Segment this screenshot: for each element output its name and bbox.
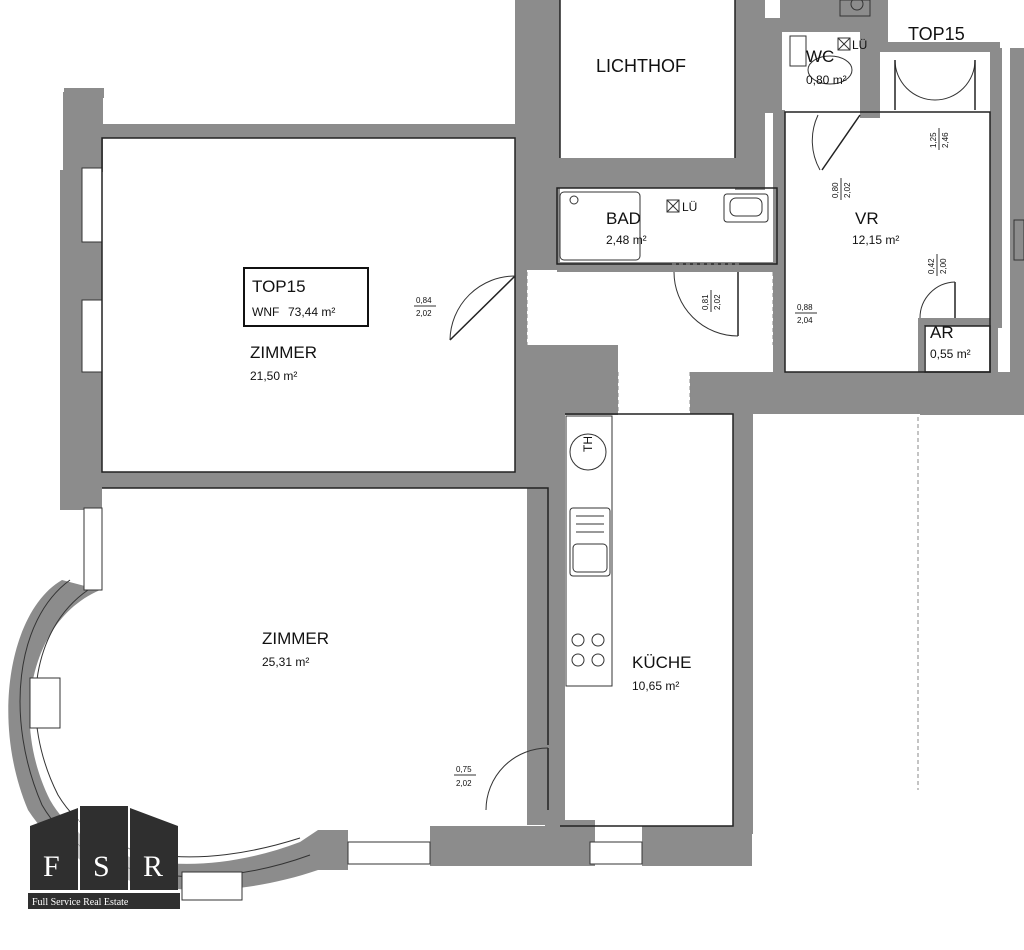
bay-window <box>8 579 319 901</box>
wc-name: WC <box>806 47 834 66</box>
zimmer2-area: 25,31 m² <box>262 655 309 669</box>
bad-area: 2,48 m² <box>606 233 647 247</box>
summary-wnf-value: 73,44 m² <box>288 305 335 319</box>
ar-area: 0,55 m² <box>930 347 971 361</box>
ar-name: AR <box>930 323 954 342</box>
fixtures <box>559 0 1024 687</box>
summary-box <box>243 267 369 327</box>
doors <box>449 59 976 811</box>
kueche-name: KÜCHE <box>632 653 692 672</box>
unit-label: TOP15 <box>908 24 965 44</box>
summary-wnf-label: WNF <box>252 305 279 319</box>
door3-width: 0,88 <box>797 303 813 312</box>
door2-width: 0,81 <box>701 294 710 310</box>
logo-letter-r: R <box>143 850 163 883</box>
walls <box>60 0 1024 870</box>
door7-height: 2,02 <box>456 779 472 788</box>
heater-label: TH <box>581 436 595 452</box>
wc-vent: LÜ <box>852 38 867 52</box>
vr-name: VR <box>855 209 879 228</box>
door1-height: 2,02 <box>416 309 432 318</box>
zimmer2-name: ZIMMER <box>262 629 329 648</box>
room-outlines <box>101 0 991 827</box>
door2-height: 2,02 <box>713 294 722 310</box>
door6-width: 0,42 <box>927 258 936 274</box>
vent-marks <box>666 37 851 213</box>
door4-width: 0,80 <box>831 182 840 198</box>
zimmer1-name: ZIMMER <box>250 343 317 362</box>
summary-unit: TOP15 <box>252 277 306 296</box>
wc-area: 0,80 m² <box>806 73 847 87</box>
door6-height: 2,00 <box>939 258 948 274</box>
logo-tagline: Full Service Real Estate <box>32 897 129 908</box>
zimmer1-area: 21,50 m² <box>250 369 297 383</box>
door-dimensions: 0,84 2,02 0,81 2,02 0,88 2,04 0,80 2,02 … <box>414 128 950 788</box>
door4-height: 2,02 <box>843 182 852 198</box>
bad-name: BAD <box>606 209 641 228</box>
windows <box>81 167 643 865</box>
bad-vent: LÜ <box>682 200 697 214</box>
openings <box>526 263 919 790</box>
fsr-logo: F S R Full Service Real Estate <box>28 806 180 909</box>
lichthof-label: LICHTHOF <box>596 56 686 76</box>
door3-height: 2,04 <box>797 316 813 325</box>
logo-letter-f: F <box>43 850 60 883</box>
logo-letter-s: S <box>93 850 110 883</box>
kueche-area: 10,65 m² <box>632 679 679 693</box>
door5-width: 1,25 <box>929 132 938 148</box>
door1-width: 0,84 <box>416 296 432 305</box>
door7-width: 0,75 <box>456 765 472 774</box>
vr-area: 12,15 m² <box>852 233 899 247</box>
door5-height: 2,46 <box>941 132 950 148</box>
